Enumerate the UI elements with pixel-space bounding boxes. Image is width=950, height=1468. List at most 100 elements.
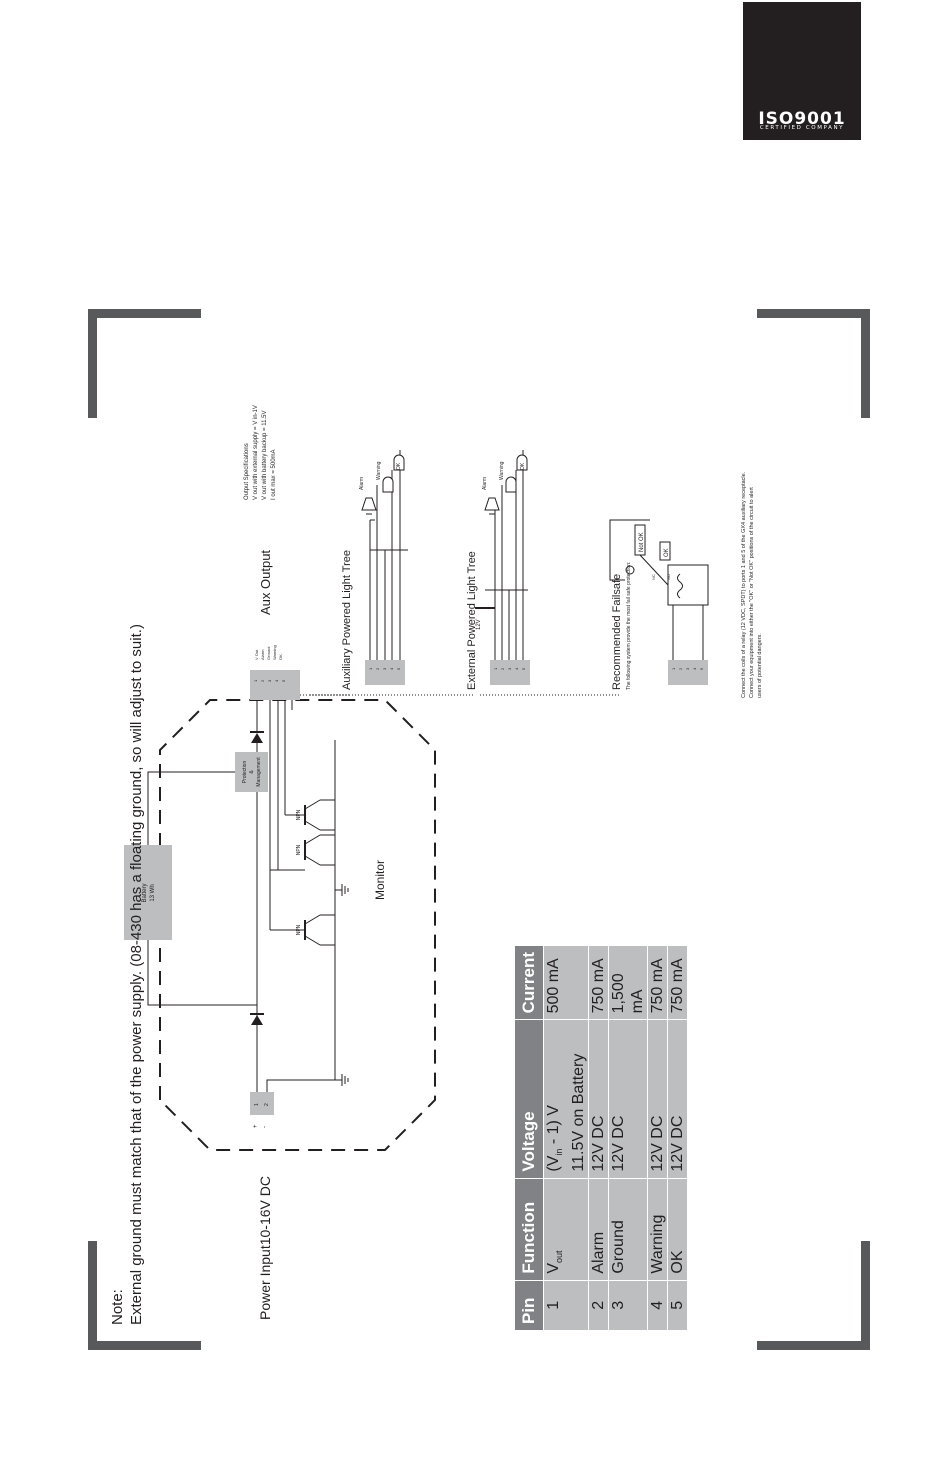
failsafe-text-1: Connect the coils of a relay (12 VDC, SP… [741,471,747,698]
header-voltage: Voltage [515,1019,544,1179]
ext-tree-title: External Powered Light Tree [466,551,478,690]
aux-tree-alarm-label: Alarm [359,477,365,490]
monitor-label: Monitor [373,860,387,900]
cell-function: OK [667,1178,688,1281]
diode-output [251,733,263,743]
failsafe-terminal [668,660,708,685]
svg-text:4: 4 [692,667,697,670]
aux-tree-warning-lamp [382,476,394,493]
failsafe-ac-source-icon [625,565,635,575]
cell-voltage-line2: 11.5V on Battery [569,1019,589,1179]
svg-text:3: 3 [685,667,690,670]
cell-current: 750 mA [647,945,668,1020]
ext-tree-warning-label: Warning [499,461,505,480]
ext-tree-supply-label: 12V [476,619,482,630]
note-title: Note: [109,1289,126,1325]
pin-table: Pin Function Voltage Current 1 Vout (Vin… [515,945,688,1330]
battery-wire [147,940,257,1006]
wiring-diagram: Power Input10-16V DC + - 1 2 Battery 13 … [124,405,763,1320]
ext-tree-ok-lamp [516,454,528,471]
corner-bracket-bottom-left [88,1241,201,1350]
failsafe-relay-coil [677,573,683,599]
output-specs-line2: V out with battery backup = 11.5V [262,411,268,500]
svg-text:Warning: Warning [272,645,277,660]
output-specs-title: Output Specifications [244,443,250,500]
cell-pin: 4 [647,1280,668,1330]
svg-text:3: 3 [507,667,512,670]
aux-tree-warning-label: Warning [376,461,382,480]
corner-bracket-top-left [88,309,201,418]
protection-label-line3: Management [256,757,262,787]
protection-label-line2: & [249,770,255,774]
ext-tree-alarm-horn [484,497,500,515]
cell-current: 500 mA [543,945,570,1020]
cell-current: 750 mA [588,945,609,1020]
table-row: 2 Alarm 12V DC 750 mA [588,945,609,1330]
logo-subtitle: CERTIFIED COMPANY [759,125,845,131]
cell-function: Ground [608,1178,648,1281]
table-row: 5 OK 12V DC 750 mA [667,945,688,1330]
svg-text:1: 1 [253,679,258,682]
table-row: 1 Vout (Vin - 1) V 500 mA [543,945,570,1330]
cell-current: 750 mA [667,945,688,1020]
aux-tree-title: Auxiliary Powered Light Tree [341,550,353,690]
svg-text:2: 2 [260,679,265,682]
aux-terminal-labels: V Out Alarm Ground Warning OK [254,645,283,660]
aux-output-terminal [250,670,300,700]
protection-label-line1: Protection [242,761,248,784]
header-function: Function [515,1178,544,1281]
failsafe-subtitle: The following system provide the most fa… [626,562,632,690]
power-terminal-pin-2: 2 [264,1103,270,1106]
output-specs-line3: I out max = 500mA [271,449,277,500]
cell-pin: 3 [608,1280,648,1330]
svg-text:5: 5 [281,679,286,682]
npn-3-label: NPN [296,809,302,820]
svg-text:OK: OK [278,654,283,660]
ground-symbol-right [335,884,349,896]
rotated-content: Power Input10-16V DC + - 1 2 Battery 13 … [80,310,870,1350]
cell-voltage: 12V DC [667,1019,688,1179]
cell-pin: 1 [543,1280,570,1330]
svg-text:1: 1 [671,667,676,670]
svg-text:V Out: V Out [254,649,259,660]
enclosure-dashed-outline [159,699,436,1151]
iso9001-logo: ISO9001 CERTIFIED COMPANY [743,2,861,140]
failsafe-not-ok-box [634,524,646,556]
failsafe-not-ok-label: Not OK [639,532,645,552]
cell-function: Vout [543,1178,570,1281]
failsafe-ok-box [659,541,671,561]
battery-label-line1: Battery [142,883,148,902]
logo-title: ISO9001 [758,109,846,129]
svg-text:2: 2 [375,667,380,670]
npn-transistor-1: NPN [296,914,335,946]
output-specs-line1: V out with external supply = V in-1V [253,405,259,500]
failsafe-text-2: Connect your equipment into either the "… [749,487,755,698]
corner-bracket-bottom-right [757,1241,870,1350]
aux-tree-numbers: 1 2 3 4 5 [368,667,401,670]
power-minus-sign: - [262,1126,268,1128]
ext-tree-terminal [490,660,530,685]
svg-text:Alarm: Alarm [260,649,265,660]
cell-voltage: (Vin - 1) V [543,1019,570,1179]
diode-input [251,1015,263,1025]
npn-transistor-2: NPN [296,834,335,866]
failsafe-nc-label: NC [651,574,656,580]
power-input-terminal [250,1092,274,1115]
failsafe-no-label: NO [666,574,671,580]
aux-terminal-numbers: 1 2 3 4 5 [253,679,286,682]
header-pin: Pin [515,1280,544,1330]
ext-tree-alarm-label: Alarm [482,477,488,490]
failsafe-relay [667,564,709,606]
aux-tree-alarm-horn [361,497,377,515]
aux-tree-terminal [365,660,405,685]
ground-symbol-left [335,1074,349,1086]
npn-2-label: NPN [296,844,302,855]
failsafe-title: Recommended Failsafe [611,574,623,690]
table-row: 4 Warning 12V DC 750 mA [647,945,668,1330]
svg-text:5: 5 [699,667,704,670]
svg-text:Ground: Ground [266,647,271,660]
svg-text:5: 5 [521,667,526,670]
svg-text:3: 3 [382,667,387,670]
protection-box [235,752,268,792]
failsafe-text-3: users of potential dangers. [757,633,763,698]
